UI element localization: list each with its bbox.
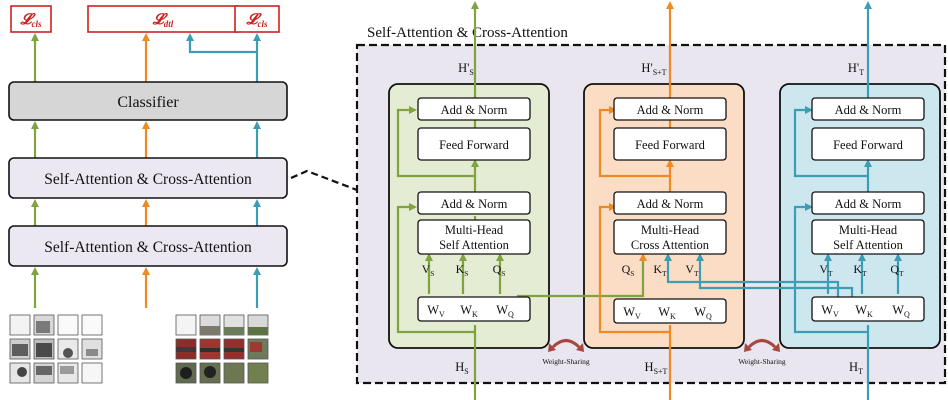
source-feed-forward: Feed Forward — [417, 127, 531, 161]
source-add-norm-mid: Add & Norm — [417, 191, 531, 215]
svg-text:Multi-Head: Multi-Head — [641, 223, 700, 237]
svg-text:Add & Norm: Add & Norm — [835, 103, 902, 117]
target-qkv-labels: VT KT QT — [819, 262, 904, 278]
svg-text:QT: QT — [890, 262, 904, 278]
svg-text:Add & Norm: Add & Norm — [835, 197, 902, 211]
source-projection-weights: WV WK WQ — [417, 296, 531, 322]
cross-input-label: HS+T — [645, 360, 668, 376]
svg-text:WV: WV — [821, 303, 839, 319]
svg-text:Add & Norm: Add & Norm — [441, 197, 508, 211]
target-projection-weights: WV WK WQ — [811, 296, 925, 322]
svg-text:KS: KS — [456, 262, 469, 278]
svg-text:Cross Attention: Cross Attention — [631, 238, 710, 252]
cross-multi-head-attention: Multi-Head Cross Attention — [613, 219, 727, 255]
weight-sharing-left: Weight-Sharing — [542, 339, 590, 366]
classifier-box — [8, 81, 288, 121]
zoom-connector-upper — [290, 169, 358, 192]
svg-text:VT: VT — [819, 262, 833, 278]
svg-text:Feed Forward: Feed Forward — [635, 138, 706, 152]
cross-add-norm-mid: Add & Norm — [613, 191, 727, 215]
cross-output-label: H'S+T — [641, 61, 666, 77]
svg-text:WV: WV — [623, 305, 641, 321]
loss-dtl-box: 𝓛dtl — [87, 5, 239, 33]
source-image-patches — [9, 314, 103, 384]
svg-text:VS: VS — [422, 262, 435, 278]
svg-text:WK: WK — [855, 303, 873, 319]
weight-sharing-right: Weight-Sharing — [738, 339, 786, 366]
svg-text:WQ: WQ — [694, 305, 712, 321]
svg-text:WQ: WQ — [496, 303, 514, 319]
svg-text:Add & Norm: Add & Norm — [637, 197, 704, 211]
attention-block-upper — [8, 157, 288, 199]
svg-text:Add & Norm: Add & Norm — [637, 103, 704, 117]
source-input-label: HS — [455, 360, 468, 376]
svg-text:QS: QS — [493, 262, 506, 278]
cross-add-norm-top: Add & Norm — [613, 97, 727, 121]
attention-block-lower-label: Self-Attention & Cross-Attention — [44, 239, 252, 256]
svg-text:Multi-Head: Multi-Head — [445, 223, 504, 237]
svg-text:Self Attention: Self Attention — [833, 238, 904, 252]
arrow-blue-to-dtl — [186, 33, 259, 82]
source-output-label: H'S — [458, 61, 474, 77]
target-image-patches — [175, 314, 269, 384]
svg-text:Feed Forward: Feed Forward — [439, 138, 510, 152]
svg-text:Add & Norm: Add & Norm — [441, 103, 508, 117]
target-add-norm-mid: Add & Norm — [811, 191, 925, 215]
source-qkv-labels: VS KS QS — [422, 262, 506, 278]
attention-block-upper-label: Self-Attention & Cross-Attention — [44, 171, 252, 188]
svg-text:KT: KT — [853, 262, 867, 278]
loss-cls-target-box: 𝓛cls — [234, 5, 280, 33]
svg-text:Feed Forward: Feed Forward — [833, 138, 904, 152]
target-multi-head-attention: Multi-Head Self Attention — [811, 219, 925, 255]
source-multi-head-attention: Multi-Head Self Attention — [417, 219, 531, 255]
svg-text:WK: WK — [658, 305, 676, 321]
target-output-label: H'T — [848, 61, 864, 77]
svg-text:WQ: WQ — [892, 303, 910, 319]
svg-text:WV: WV — [427, 303, 445, 319]
cross-projection-weights: WV WK WQ — [613, 298, 727, 324]
target-feed-forward: Feed Forward — [811, 127, 925, 161]
target-input-label: HT — [849, 360, 863, 376]
svg-text:WK: WK — [460, 303, 478, 319]
cross-qkv-labels: QS KT VT — [622, 262, 699, 278]
detail-title: Self-Attention & Cross-Attention — [367, 25, 568, 41]
svg-text:Weight-Sharing: Weight-Sharing — [738, 357, 786, 366]
svg-text:KT: KT — [653, 262, 667, 278]
attention-block-lower — [8, 225, 288, 267]
cross-feed-forward: Feed Forward — [613, 127, 727, 161]
target-add-norm-top: Add & Norm — [811, 97, 925, 121]
source-add-norm-top: Add & Norm — [417, 97, 531, 121]
classifier-label: Classifier — [117, 94, 179, 111]
svg-text:VT: VT — [685, 262, 699, 278]
loss-cls-source-box: 𝓛cls — [10, 5, 52, 33]
svg-text:Weight-Sharing: Weight-Sharing — [542, 357, 590, 366]
svg-text:QS: QS — [622, 262, 635, 278]
svg-text:Multi-Head: Multi-Head — [839, 223, 898, 237]
svg-text:Self Attention: Self Attention — [439, 238, 510, 252]
